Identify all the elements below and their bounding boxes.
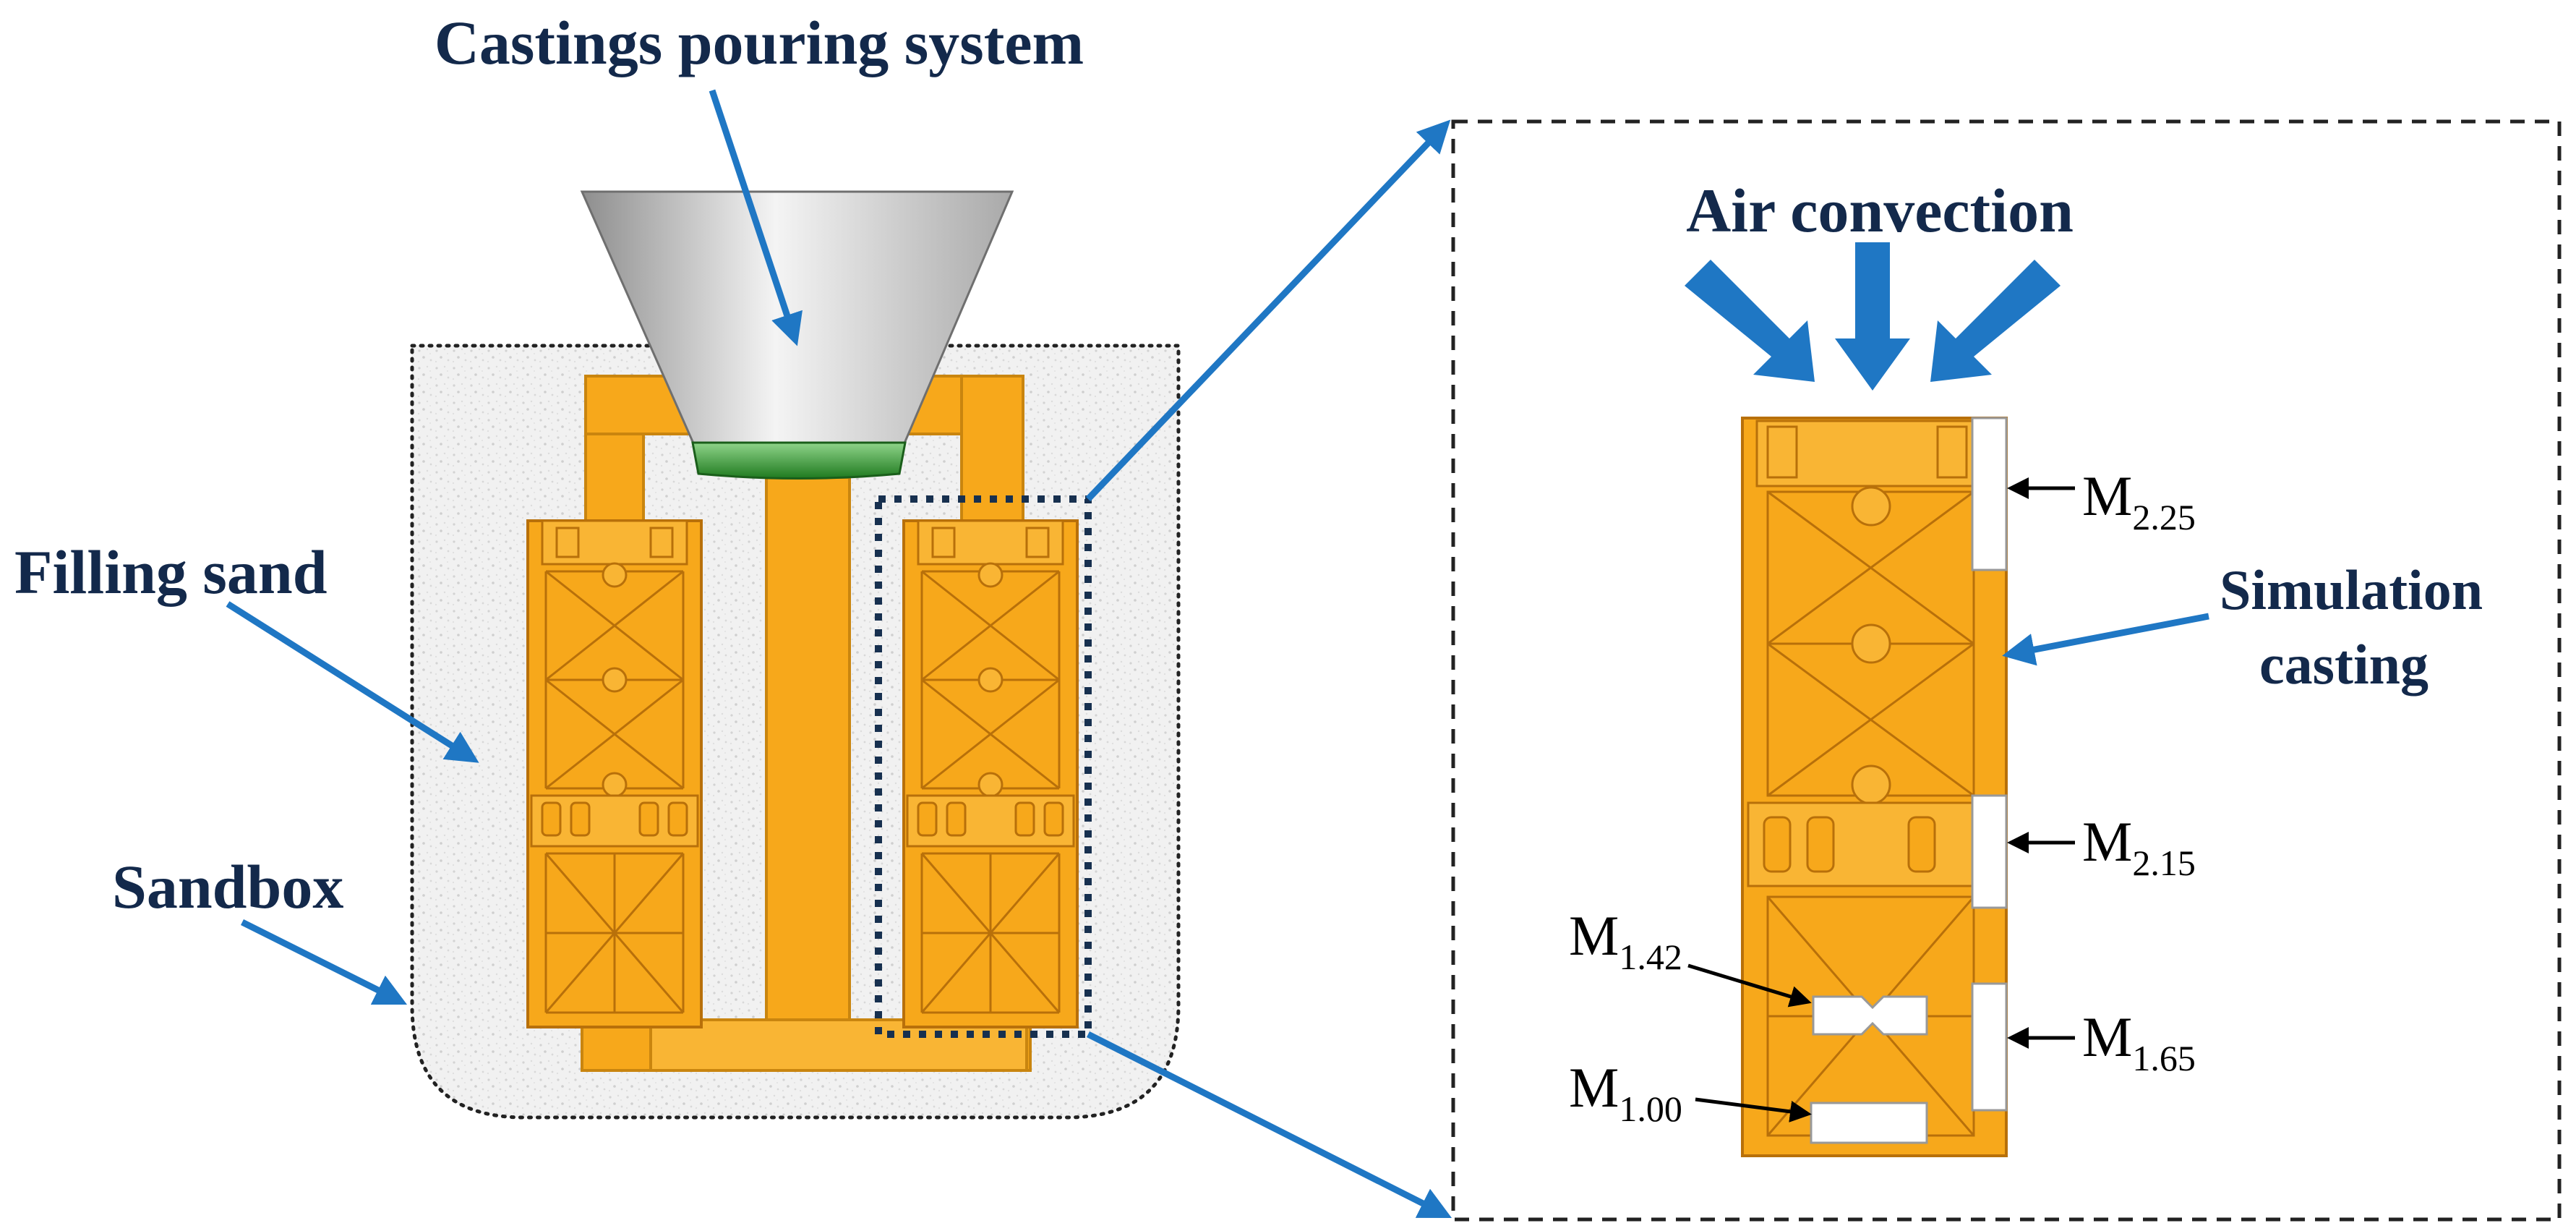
arrow-filling-sand <box>226 601 479 763</box>
arrow-m142 <box>1687 963 1812 1008</box>
specimen-m215 <box>1971 794 2008 909</box>
arrow-zoom-bottom <box>1086 1031 1452 1219</box>
casting-left <box>526 519 703 1028</box>
specimen-m225 <box>1971 417 2008 571</box>
label-m100: M1.00 <box>1569 1056 1682 1129</box>
label-filling-sand: Filling sand <box>14 537 328 607</box>
label-m215: M2.15 <box>2082 810 2196 883</box>
label-m225: M2.25 <box>2082 464 2196 537</box>
air-arrow-left <box>1685 260 1815 382</box>
specimen-m142 <box>1812 995 1928 1036</box>
arrow-pouring <box>709 89 803 346</box>
specimen-m165 <box>1971 982 2008 1112</box>
casting-right <box>902 519 1079 1028</box>
arrow-zoom-top <box>1085 119 1451 502</box>
arrow-m100 <box>1695 1097 1812 1123</box>
zoom-frame <box>1451 119 2562 1222</box>
modulus-arrows <box>1687 477 2075 1123</box>
label-m142: M1.42 <box>1569 904 1682 977</box>
arrow-simulation <box>2002 613 2209 666</box>
air-arrow-center <box>1835 242 1910 391</box>
specimen-m100 <box>1810 1102 1928 1144</box>
label-m165: M1.65 <box>2082 1005 2196 1078</box>
label-casting: casting <box>2259 633 2429 696</box>
label-simulation: Simulation <box>2220 558 2483 621</box>
label-air-convection: Air convection <box>1686 176 2074 245</box>
label-pouring-system: Castings pouring system <box>435 8 1084 77</box>
sandbox-assembly <box>410 190 1181 1120</box>
blue-leader-arrows <box>226 89 2209 1219</box>
simulation-casting <box>1741 417 2008 1157</box>
selection-box <box>875 495 1092 1038</box>
arrow-sandbox <box>240 919 408 1005</box>
air-convection-arrows <box>1685 242 2061 391</box>
pouring-nozzle <box>691 441 907 480</box>
label-sandbox: Sandbox <box>112 852 343 921</box>
air-arrow-right <box>1930 260 2061 382</box>
